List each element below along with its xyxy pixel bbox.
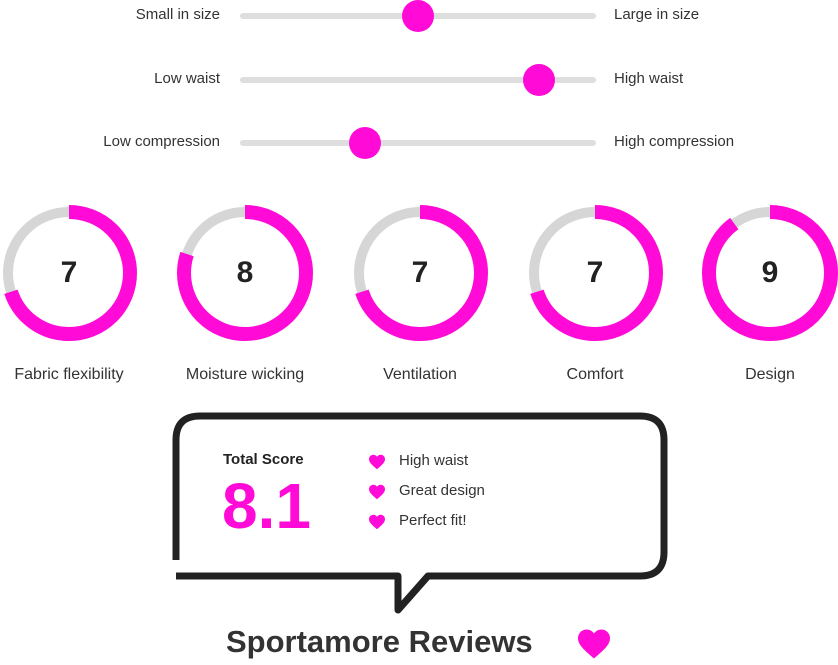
slider-track <box>240 64 596 96</box>
heart-icon <box>578 629 610 659</box>
score-ring-moisture-wicking: 8 <box>177 205 313 341</box>
pro-item-text: Great design <box>399 482 485 499</box>
score-ring-value: 7 <box>411 256 429 289</box>
score-ring-label: Design <box>745 366 795 383</box>
score-ring-svg <box>352 205 488 341</box>
score-ring-value: 7 <box>60 256 78 289</box>
slider-row-size: Small in size Large in size <box>0 0 838 32</box>
score-ring-svg <box>527 205 663 341</box>
score-ring-label: Moisture wicking <box>185 366 305 383</box>
score-ring-arc <box>702 205 838 341</box>
slider-max-label: High waist <box>614 70 684 87</box>
slider-min-label: Low compression <box>103 133 220 150</box>
score-ring-label: Ventilation <box>383 366 457 383</box>
score-ring-arc <box>1 205 137 341</box>
score-ring-comfort: 7 <box>527 205 663 341</box>
heart-icon <box>369 454 385 470</box>
heart-icon <box>369 484 385 500</box>
score-ring-arc <box>177 205 313 341</box>
brand-name: Sportamore Reviews <box>226 624 533 659</box>
pro-item-text: High waist <box>399 452 469 469</box>
slider-track <box>240 127 596 159</box>
pro-item-text: Perfect fit! <box>399 512 467 529</box>
slider-thumb <box>523 64 556 96</box>
slider-track <box>240 0 596 32</box>
score-ring-value: 9 <box>761 256 779 289</box>
score-ring-svg <box>1 205 137 341</box>
heart-icon <box>369 514 385 530</box>
score-ring-svg <box>702 205 838 341</box>
slider-row-waist: Low waist High waist <box>0 64 838 96</box>
total-score-value: 8.1 <box>222 470 311 542</box>
speech-bubble-outline <box>172 412 668 614</box>
slider-min-label: Small in size <box>135 6 220 23</box>
slider-thumb <box>402 0 434 32</box>
total-score-label: Total Score <box>223 451 304 468</box>
score-ring-svg <box>177 205 313 341</box>
score-ring-label: Comfort <box>566 366 624 383</box>
slider-row-compression: Low compression High compression <box>0 127 838 159</box>
score-ring-fabric-flexibility: 7 <box>1 205 137 341</box>
score-ring-label: Fabric flexibility <box>14 366 124 383</box>
slider-max-label: High compression <box>614 133 735 150</box>
slider-thumb <box>348 127 381 159</box>
slider-max-label: Large in size <box>614 6 700 23</box>
score-ring-value: 7 <box>586 256 604 289</box>
score-ring-design: 9 <box>702 205 838 341</box>
score-ring-arc <box>352 205 488 341</box>
slider-min-label: Low waist <box>154 70 220 87</box>
score-ring-value: 8 <box>236 256 254 289</box>
score-ring-arc <box>527 205 663 341</box>
score-ring-ventilation: 7 <box>352 205 488 341</box>
